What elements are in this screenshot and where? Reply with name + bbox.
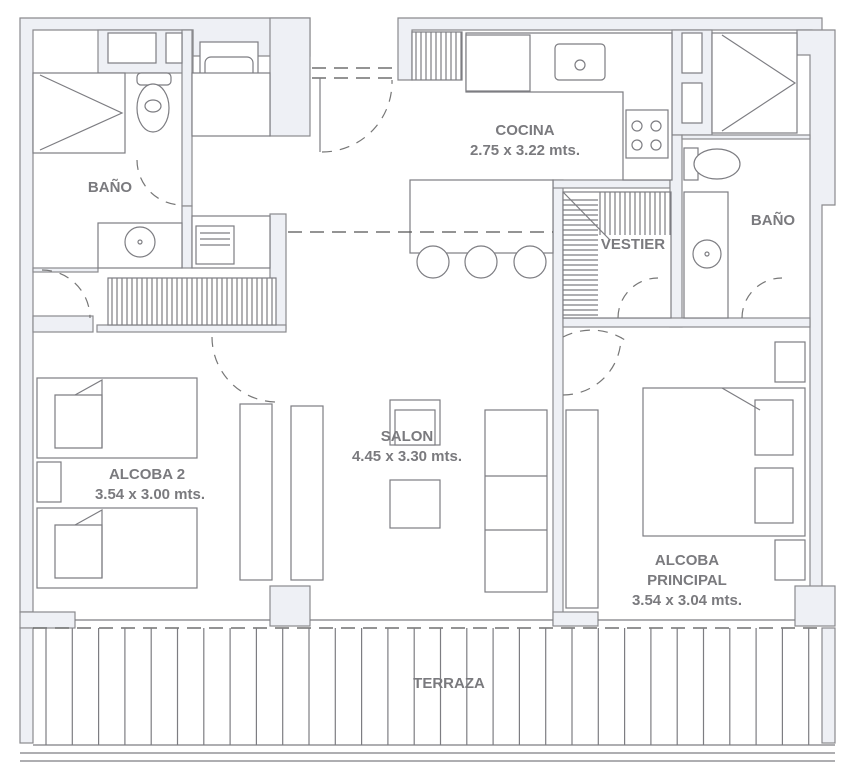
nightstand	[36, 461, 62, 503]
label-cocina-size: 2.75 x 3.22 mts.	[470, 142, 580, 159]
room-labels: BAÑO COCINA 2.75 x 3.22 mts. VESTIER BAÑ…	[88, 122, 795, 692]
left-bathroom	[32, 32, 183, 319]
toilet-icon	[136, 72, 172, 133]
label-bano-right: BAÑO	[751, 211, 795, 229]
label-cocina: COCINA	[495, 122, 554, 139]
kitchen-island	[409, 179, 554, 254]
label-alcoba2-size: 3.54 x 3.00 mts.	[95, 486, 205, 503]
label-alcoba-principal: ALCOBA	[655, 552, 719, 569]
label-salon: SALON	[381, 428, 434, 445]
stove-icon	[625, 109, 669, 159]
nightstand	[774, 539, 806, 581]
shower	[32, 72, 126, 154]
laundry	[191, 41, 398, 269]
label-vestier: VESTIER	[601, 236, 665, 253]
nightstand	[774, 341, 806, 383]
label-alcoba-principal-2: PRINCIPAL	[647, 572, 727, 589]
wardrobe	[565, 409, 599, 609]
label-alcoba2: ALCOBA 2	[109, 466, 185, 483]
tv-unit	[290, 405, 324, 581]
label-alcoba-principal-size: 3.54 x 3.04 mts.	[632, 592, 742, 609]
stool	[464, 245, 498, 279]
door-swing	[136, 159, 183, 206]
coffee-table	[389, 479, 441, 529]
toilet-icon	[683, 147, 741, 181]
sink-icon	[692, 239, 722, 269]
stool	[416, 245, 450, 279]
shower	[711, 32, 798, 134]
sofa	[484, 409, 548, 593]
right-bathroom	[617, 32, 798, 319]
label-bano-left: BAÑO	[88, 178, 132, 196]
entry-door-swing	[321, 79, 393, 153]
sink-icon	[554, 43, 606, 81]
wardrobe	[239, 403, 273, 581]
fridge-icon	[465, 34, 531, 92]
door-swing	[41, 269, 91, 319]
label-terraza: TERRAZA	[413, 675, 485, 692]
kitchen	[288, 32, 673, 279]
label-salon-size: 4.45 x 3.30 mts.	[352, 448, 462, 465]
stool	[513, 245, 547, 279]
sink-icon	[124, 226, 156, 258]
terrace	[20, 627, 835, 762]
shower-drain-lines	[39, 74, 124, 151]
furniture	[36, 329, 806, 609]
closet-diagonal	[562, 191, 611, 241]
